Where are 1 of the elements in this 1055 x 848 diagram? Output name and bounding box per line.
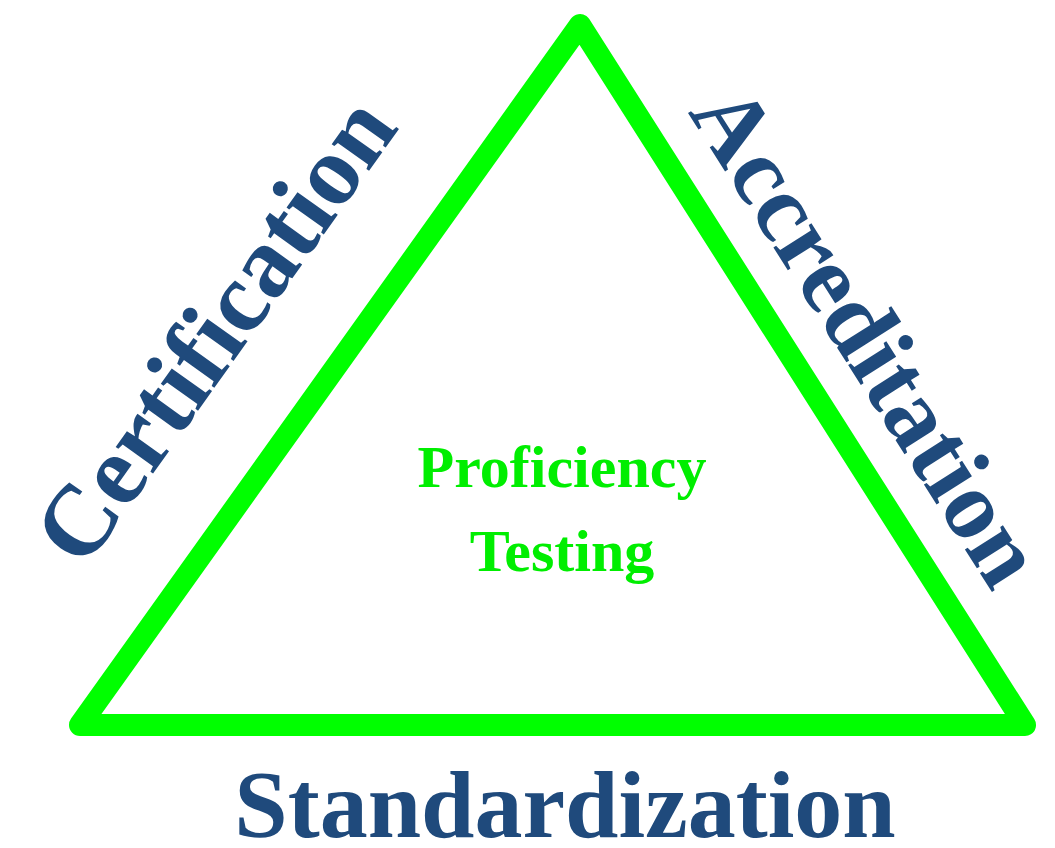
base-label: Standardization (234, 757, 896, 848)
